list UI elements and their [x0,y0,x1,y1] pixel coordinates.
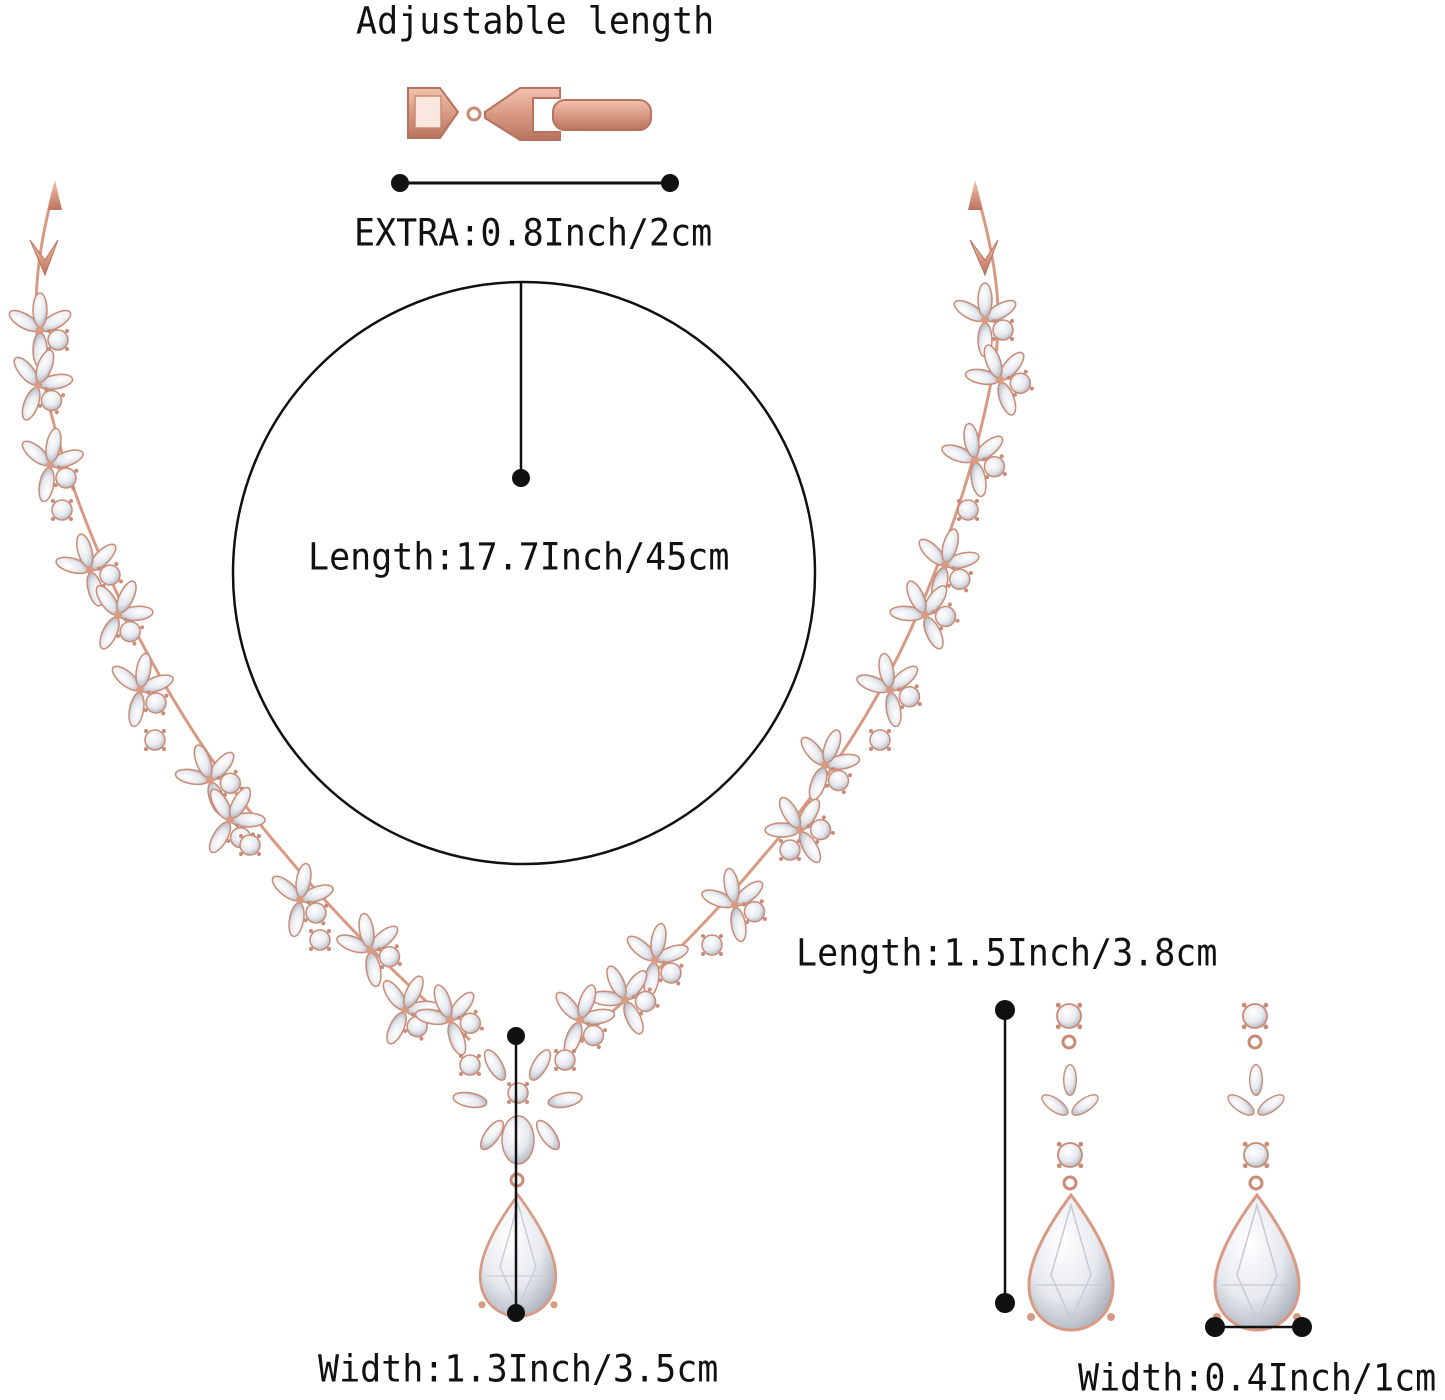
necklace-pendant [451,1046,584,1318]
earring-width-measure [1205,1317,1312,1337]
clasp-title: Adjustable length [356,0,715,44]
earring-length-measure [995,1000,1015,1313]
necklace-length-diagram [231,280,817,866]
clasp-extender-image [407,87,652,141]
earring-left [1025,1001,1117,1332]
earring-width-label: Width:0.4Inch/1cm [1078,1357,1437,1400]
earring-right [1211,1001,1303,1332]
extra-length-label: EXTRA:0.8Inch/2cm [354,212,713,256]
earring-length-label: Length:1.5Inch/3.8cm [796,932,1218,976]
necklace-length-label: Length:17.7Inch/45cm [308,536,730,580]
pendant-length-measure [507,1027,525,1322]
necklace-left-strand [0,180,494,1066]
pendant-width-label: Width:1.3Inch/3.5cm [318,1348,719,1392]
extra-length-measure [391,174,679,192]
necklace-right-strand [536,180,1045,1066]
